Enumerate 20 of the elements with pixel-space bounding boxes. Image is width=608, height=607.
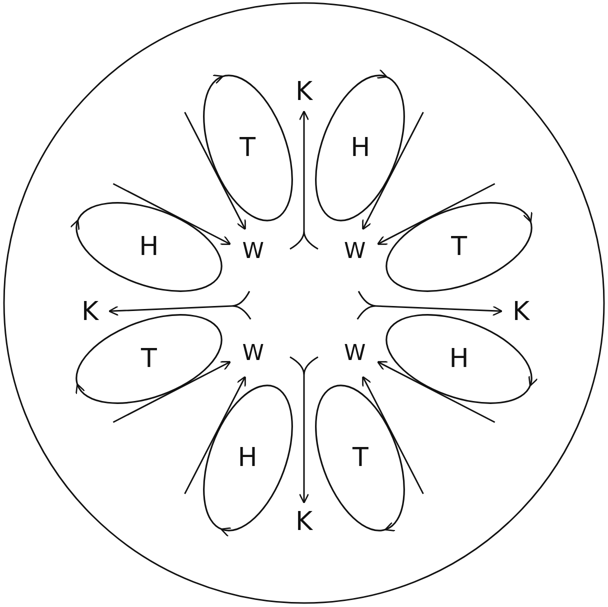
air-mass-letter: K [295, 79, 313, 105]
cell-letter: T [451, 234, 467, 260]
cell-letter: T [141, 346, 157, 372]
cell-letter: T [352, 445, 368, 472]
air-mass-letter: W [344, 342, 366, 365]
cell-letter: T [240, 134, 256, 161]
air-mass-letter: W [242, 342, 264, 365]
cell-letter: H [238, 445, 258, 472]
air-mass-letter: K [295, 509, 313, 535]
cell-letter: H [449, 346, 469, 372]
arrow [108, 290, 252, 320]
arrow [289, 110, 319, 250]
arrow [356, 290, 503, 320]
cell-letter: H [350, 134, 370, 161]
air-mass-letter: K [81, 299, 99, 325]
air-mass-letter: K [512, 299, 530, 325]
arrow [289, 356, 319, 504]
cell-letter: H [139, 234, 159, 260]
air-mass-letter: W [242, 241, 264, 264]
air-mass-letter: W [344, 241, 366, 264]
